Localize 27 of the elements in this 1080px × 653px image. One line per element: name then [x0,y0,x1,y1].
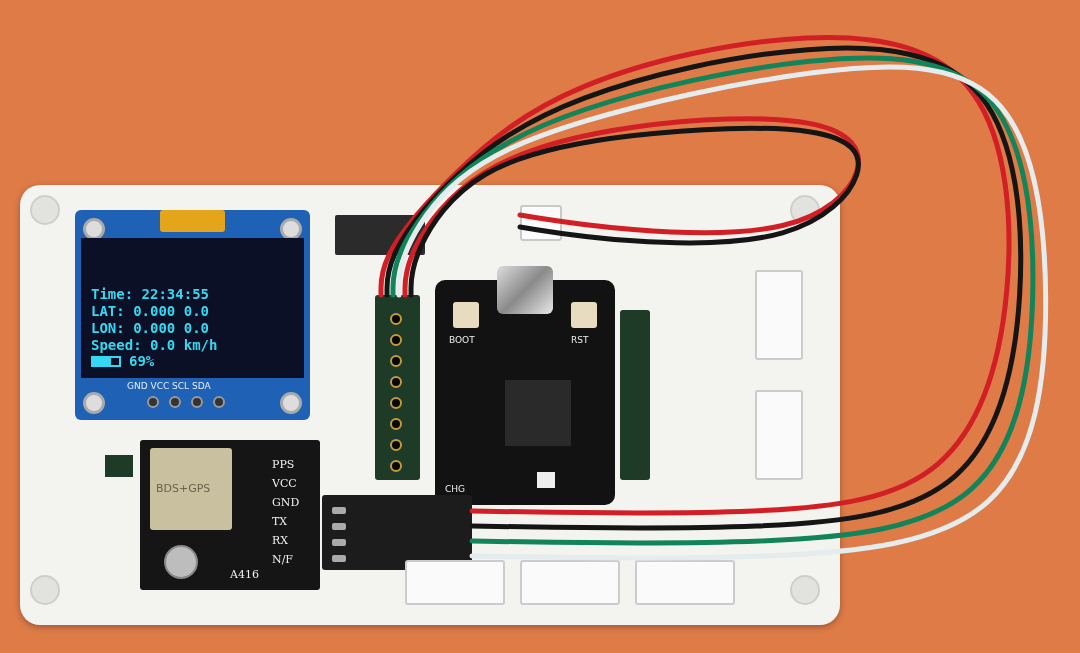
female-pin-header [375,295,420,480]
pin-label: TX [272,515,288,528]
silkscreen-label: RST [571,335,589,345]
module-marking: BDS+GPS [156,482,211,495]
gps-module-board [140,440,320,590]
battery-percentage: 69% [129,353,155,369]
pin-label: PPS [272,458,295,471]
pin-label: GND VCC SCL SDA [127,381,211,391]
silkscreen-label: BOOT [449,335,475,345]
pin-label: GND [272,496,300,509]
connector-socket [755,270,803,360]
screen-text: LAT: 0.000 0.0 [91,303,209,319]
connector-socket [755,390,803,480]
pin-label: RX [272,534,289,547]
pin-label: VCC [272,477,297,490]
connector-socket [635,560,735,605]
connector-socket [520,560,620,605]
screen-text: Speed: 0.0 km/h [91,337,218,353]
silkscreen-label: CHG [445,484,466,494]
board-marking: A416 [230,568,259,581]
connector-socket [405,560,505,605]
oled-display-module [75,210,310,420]
pin-label: N/F [272,553,293,566]
pin-header-connector [322,495,472,570]
screen-text: LON: 0.000 0.0 [91,320,209,336]
enclosure-base-plate [20,185,840,625]
screen-text: Time: 22:34:55 [91,286,209,302]
